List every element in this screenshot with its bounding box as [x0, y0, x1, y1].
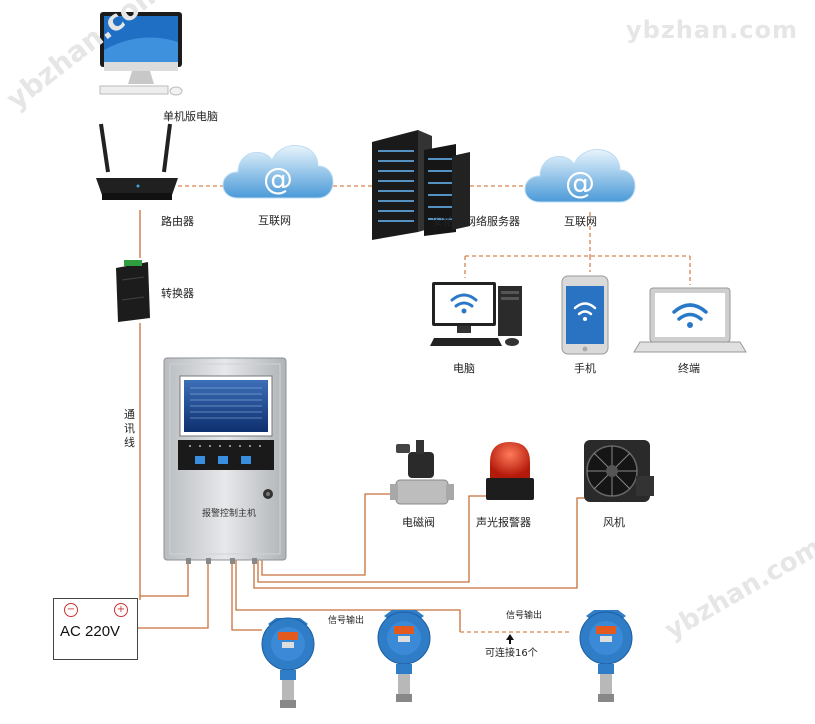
- laptop-icon: [633, 287, 747, 353]
- network-links: [178, 185, 691, 633]
- minus-icon: −: [64, 603, 78, 617]
- gas-detector-icon-1: [261, 617, 315, 708]
- label-connect-16: 可连接16个: [485, 648, 538, 659]
- router-icon: [96, 123, 178, 200]
- svg-text:@: @: [565, 166, 595, 201]
- label-controller: 报警控制主机: [202, 509, 257, 519]
- label-solenoid-valve: 电磁阀: [402, 516, 435, 529]
- phone-icon: [561, 275, 609, 355]
- svg-text:@: @: [263, 162, 293, 197]
- label-fan: 风机: [603, 516, 625, 529]
- gas-detector-icon-3: [579, 610, 633, 702]
- fan-icon: [584, 440, 654, 502]
- label-computer: 电脑: [453, 362, 475, 375]
- watermark-top-right: ybzhan.com: [626, 16, 798, 44]
- power-supply-box: − + AC 220V: [53, 598, 138, 660]
- internet-cloud-icon-left: @: [222, 145, 334, 199]
- gas-detector-icon-2: [377, 610, 431, 702]
- label-phone: 手机: [574, 362, 596, 375]
- label-terminal: 终端: [678, 362, 700, 375]
- label-internet-right: 互联网: [564, 215, 597, 228]
- power-label: AC 220V: [60, 623, 121, 640]
- label-standalone-pc: 单机版电脑: [163, 110, 218, 123]
- label-signal-out-2: 信号输出: [506, 611, 543, 621]
- converter-icon: [116, 260, 150, 322]
- server-icon: [372, 130, 470, 240]
- plus-icon: +: [114, 603, 128, 617]
- label-internet-left: 互联网: [258, 214, 291, 227]
- monitor-icon: [99, 12, 183, 96]
- computer-icon: [430, 282, 522, 346]
- label-router: 路由器: [161, 215, 194, 228]
- alarm-light-icon: [486, 442, 534, 500]
- label-comm-line: 通讯线: [124, 408, 135, 449]
- label-alarm: 声光报警器: [476, 516, 531, 529]
- internet-cloud-icon-right: @: [524, 149, 636, 203]
- wiring: [138, 210, 603, 632]
- controller-icon: [163, 357, 287, 564]
- label-server: 安帕尔网络服务器: [432, 215, 520, 228]
- label-converter: 转换器: [161, 287, 194, 300]
- solenoid-valve-icon: [390, 440, 454, 505]
- label-signal-out-1: 信号输出: [328, 616, 365, 626]
- arrow-up-icon: [506, 634, 514, 644]
